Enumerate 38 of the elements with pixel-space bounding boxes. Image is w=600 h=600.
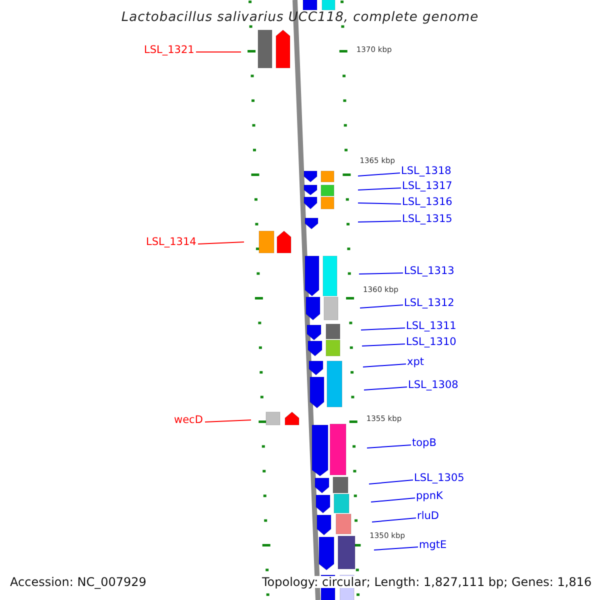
leader-line bbox=[366, 444, 412, 448]
gene-label: topB bbox=[412, 438, 436, 448]
leader-line bbox=[204, 420, 252, 422]
gene-label: LSL_1308 bbox=[408, 380, 458, 390]
leader-line bbox=[358, 220, 402, 222]
gene-label: LSL_1314 bbox=[146, 237, 196, 248]
gene-label: LSL_1311 bbox=[406, 321, 456, 332]
gene-label: LSL_1321 bbox=[144, 45, 194, 56]
leader-line bbox=[358, 172, 400, 176]
leader-line bbox=[362, 364, 406, 368]
leader-line bbox=[374, 546, 418, 550]
gene-label: LSL_1310 bbox=[406, 337, 456, 348]
gene-label: LSL_1318 bbox=[401, 166, 452, 176]
leader-line bbox=[370, 498, 416, 502]
gene-label: LSL_1313 bbox=[404, 266, 454, 276]
footer-text: Topology: circular; Length: 1,827,111 bp; Genes: 1,816 bbox=[262, 576, 592, 588]
footer-text: Accession: NC_007929 bbox=[10, 576, 146, 588]
gene-label: LSL_1315 bbox=[402, 214, 452, 224]
gene-label: LSL_1305 bbox=[414, 473, 464, 484]
leader-line bbox=[360, 328, 406, 330]
gene-label: mgtE bbox=[419, 540, 447, 550]
gene-label: xpt bbox=[407, 357, 424, 368]
leader-line bbox=[358, 272, 404, 274]
leader-line bbox=[372, 518, 416, 522]
gene-label: LSL_1317 bbox=[402, 181, 452, 192]
leader-line bbox=[362, 344, 406, 346]
gene-label: ppnK bbox=[416, 491, 443, 502]
gene-label: LSL_1316 bbox=[402, 197, 452, 208]
leader-line bbox=[360, 304, 404, 308]
leader-line bbox=[358, 202, 402, 204]
leader-line bbox=[358, 188, 402, 190]
map-title: Lactobacillus salivarius UCC118, complete genome bbox=[121, 11, 479, 24]
gene-label: LSL_1312 bbox=[404, 298, 454, 308]
leader-line bbox=[198, 242, 244, 244]
gene-label: rluD bbox=[417, 511, 439, 522]
gene-label: wecD bbox=[174, 415, 203, 426]
leader-line bbox=[364, 386, 408, 390]
leader-line bbox=[368, 480, 414, 484]
